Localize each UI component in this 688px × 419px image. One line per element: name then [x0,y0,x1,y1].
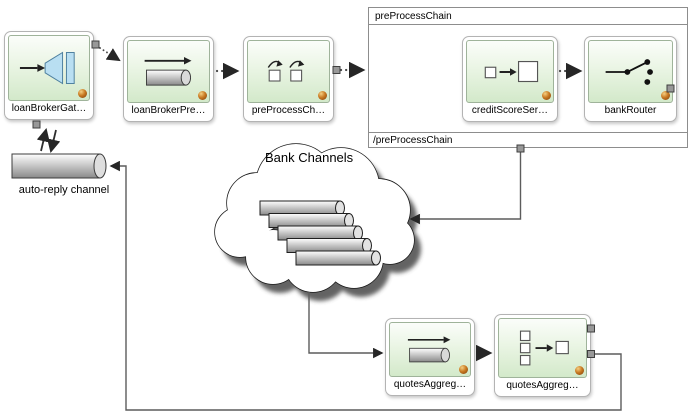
node-body [127,40,210,103]
node-quotes-aggregation-channel[interactable]: quotesAggreg… [385,318,475,396]
connector-gateway-to-pre-channel [99,47,121,62]
node-body [498,318,587,378]
spring-badge-icon [198,91,207,100]
node-body [8,35,90,101]
node-label: quotesAggreg… [506,380,579,391]
node-loan-broker-gateway[interactable]: loanBrokerGat… [4,31,94,120]
spring-badge-icon [661,91,670,100]
node-credit-score-service[interactable]: creditScoreSer… [462,36,558,122]
gateway-icon [19,51,75,85]
auto-reply-channel-label: auto-reply channel [18,184,110,196]
bank-channel-cylinders [259,200,381,266]
node-loan-broker-pre-channel[interactable]: loanBrokerPre… [123,36,214,122]
connector-channel-to-gateway-up [36,128,50,152]
cloud-shadow [222,153,421,301]
node-body [588,40,673,103]
chain-close-label: /preProcessChain [369,132,687,147]
channel-icon [144,56,191,86]
port-chain-out [332,66,341,74]
node-label: quotesAggreg… [393,379,467,390]
node-label: loanBrokerPre… [131,105,206,116]
node-label: bankRouter [604,105,657,116]
spring-badge-icon [542,91,551,100]
chain-open-label: preProcessChain [369,8,687,25]
auto-reply-channel-cylinder [11,153,107,179]
node-body [247,40,330,103]
node-label: preProcessCh… [251,105,326,116]
router-icon [605,58,653,85]
connector-router-to-bank-channels [409,152,522,225]
spring-badge-icon [318,91,327,100]
chain-icon [267,59,304,82]
bank-channels-cloud [214,143,415,293]
node-pre-process-chain[interactable]: preProcessCh… [243,36,334,122]
spring-badge-icon [459,365,468,374]
spring-badge-icon [575,366,584,375]
node-body [466,40,554,103]
aggregator-icon [519,330,569,366]
spring-badge-icon [78,89,87,98]
node-label: loanBrokerGat… [11,103,87,114]
node-quotes-aggregator[interactable]: quotesAggreg… [494,314,591,397]
bank-channels-label: Bank Channels [265,150,354,165]
service-activator-icon [484,60,539,82]
port-gateway-reply [32,120,41,129]
channel-icon [407,335,451,362]
node-label: creditScoreSer… [471,105,549,116]
node-bank-router[interactable]: bankRouter [584,36,677,122]
connector-bank-channels-to-quotes-channel [308,292,384,359]
node-body [389,322,471,377]
cloud-fill [215,144,414,292]
connector-gateway-to-channel-down [47,129,61,153]
